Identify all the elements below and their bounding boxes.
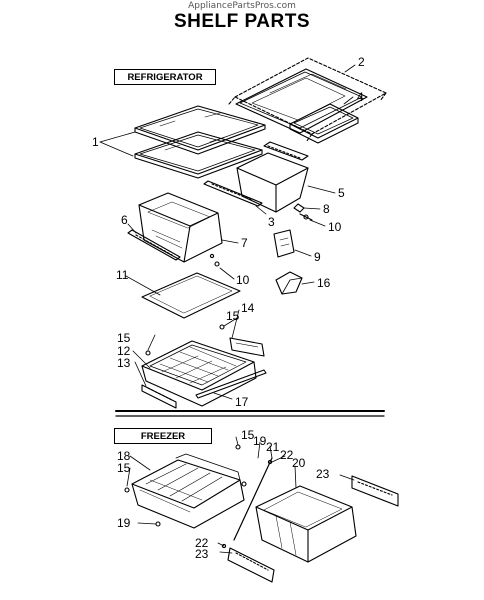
callout-15-middle: 15: [226, 309, 240, 323]
callout-2: 2: [358, 55, 365, 69]
callout-10-lower: 10: [236, 273, 250, 287]
callout-3: 3: [268, 215, 275, 229]
callout-16: 16: [317, 276, 331, 290]
callout-23-upper: 23: [316, 467, 330, 481]
callout-7: 7: [241, 236, 248, 250]
page-title: SHELF PARTS: [173, 11, 311, 32]
part-6-slide-rail: [127, 229, 181, 261]
leader-lines: [99, 64, 356, 554]
part-3-rail: [203, 180, 263, 207]
watermark: AppliancePartsPros.com: [188, 1, 296, 11]
part-9-filter-box: [273, 229, 295, 258]
part-7-meat-drawer: [138, 192, 223, 263]
callout-18: 18: [117, 449, 131, 463]
callout-22-lower: 22: [195, 536, 209, 550]
part-16-light-cover: [275, 271, 303, 295]
callout-1: 1: [92, 135, 99, 149]
callout-15-left: 15: [117, 331, 131, 345]
callout-5: 5: [338, 186, 345, 200]
callout-22-top: 22: [280, 448, 294, 462]
callout-9: 9: [314, 250, 321, 264]
callout-8: 8: [323, 202, 330, 216]
part-21-rod: [233, 457, 273, 541]
callout-4: 4: [357, 90, 364, 104]
callout-13: 13: [117, 356, 131, 370]
part-19-fastener-left: [155, 521, 161, 527]
section-label-refrigerator: REFRIGERATOR: [114, 69, 216, 85]
part-23-rail-upper: [351, 475, 399, 507]
part-20-freezer-bin: [255, 485, 357, 563]
callout-17: 17: [235, 395, 249, 409]
part-18-freezer-basket: [131, 453, 245, 529]
part-10-screw-lower: [209, 253, 220, 267]
section-label-freezer: FREEZER: [114, 428, 212, 444]
part-10-screw-upper: [299, 213, 313, 221]
part-4-deli-pan: [289, 103, 359, 144]
part-8-clip: [293, 203, 305, 213]
callout-15-freezer-top: 15: [241, 428, 255, 442]
callout-19-top: 19: [253, 434, 267, 448]
callout-11: 11: [116, 268, 129, 282]
callout-19-left: 19: [117, 516, 131, 530]
callout-21: 21: [266, 440, 280, 454]
part-12-tray-assembly: [141, 340, 257, 407]
part-15-screws-upper: [145, 324, 225, 356]
callout-6: 6: [121, 213, 128, 227]
part-5-crisper-drawer: [236, 141, 309, 213]
callout-12: 12: [117, 344, 131, 358]
callout-10-upper: 10: [328, 220, 342, 234]
part-14-bracket: [229, 337, 265, 357]
callout-23-lower: 23: [195, 547, 209, 561]
part-11-glass-panel: [141, 272, 241, 319]
part-13-slide-rail: [141, 384, 177, 409]
callout-20: 20: [292, 456, 306, 470]
callout-15-freezer-left: 15: [117, 461, 131, 475]
part-17-rail: [195, 369, 267, 399]
part-23-rail-lower: [227, 547, 275, 583]
part-1-glass-shelves: [134, 105, 266, 179]
callout-14: 14: [241, 301, 255, 315]
